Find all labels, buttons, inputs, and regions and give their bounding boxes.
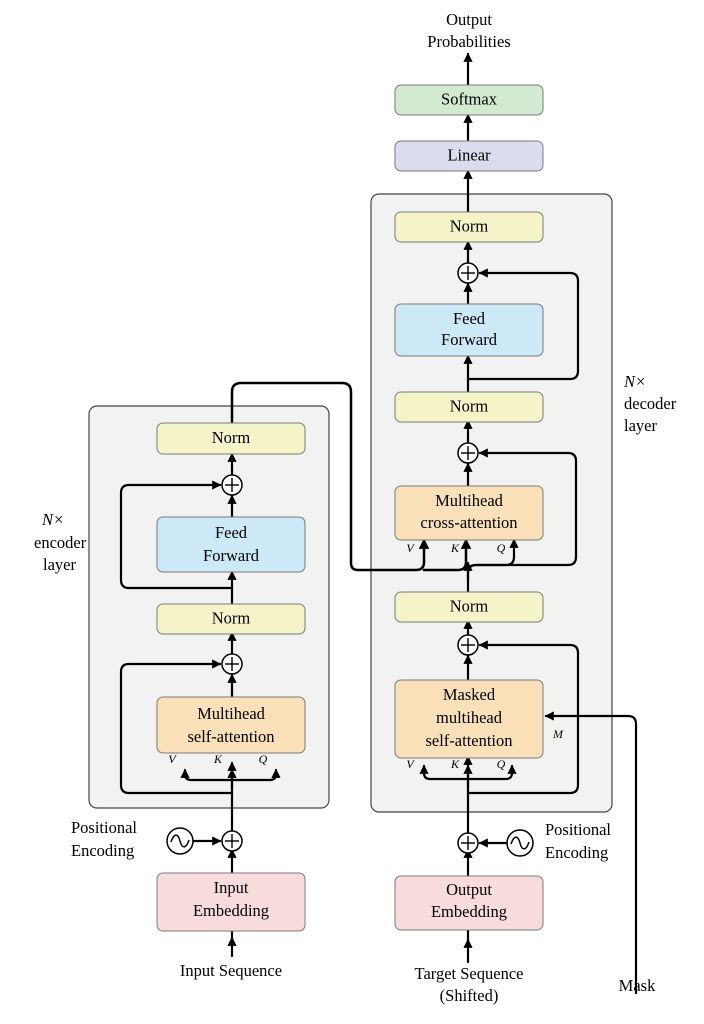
- decoder-stack-label-line3: layer: [624, 416, 657, 435]
- target-sequence-line1: Target Sequence: [415, 964, 524, 983]
- decoder-self-k-label: K: [450, 757, 460, 771]
- decoder-feed-forward-line1: Feed: [453, 309, 486, 328]
- output-embedding-line2: Embedding: [431, 902, 507, 921]
- encoder-add-icon-2: [221, 653, 243, 675]
- output-probabilities-line1: Output: [446, 10, 492, 29]
- decoder-feed-forward-block: [394, 303, 544, 357]
- encoder-self-attention-line2: self-attention: [187, 727, 274, 746]
- encoder-norm-top-block: [156, 422, 306, 455]
- input-embedding-block: [156, 872, 306, 932]
- decoder-add-icon-1: [457, 832, 479, 854]
- decoder-sine-wave-icon: [506, 829, 534, 857]
- decoder-norm-low-block: [394, 591, 544, 623]
- encoder-self-k-label: K: [213, 752, 223, 766]
- encoder-norm-low-block: [156, 603, 306, 635]
- encoder-stack-label-line2: encoder: [34, 533, 87, 552]
- decoder-add-icon-4: [457, 262, 479, 284]
- encoder-positional-encoding-line2: Encoding: [71, 841, 134, 860]
- decoder-norm-top-block: [394, 211, 544, 243]
- decoder-stack-label-line1: N×: [623, 372, 646, 391]
- decoder-cross-attention-block: [394, 485, 544, 541]
- input-sequence-label: Input Sequence: [180, 961, 282, 980]
- encoder-norm-low-label: Norm: [212, 608, 251, 627]
- encoder-self-attention-line1: Multihead: [197, 704, 266, 723]
- decoder-stack-label: N×: [623, 372, 646, 391]
- decoder-add-icon-2: [457, 634, 479, 656]
- decoder-positional-encoding-line1: Positional: [545, 820, 611, 839]
- decoder-norm-mid-block: [394, 391, 544, 423]
- decoder-cross-q-label: Q: [497, 541, 506, 555]
- decoder-self-v-label: V: [406, 757, 415, 771]
- decoder-norm-low-label: Norm: [450, 596, 489, 615]
- linear-label: Linear: [447, 145, 491, 164]
- decoder-cross-v-label: V: [406, 541, 415, 555]
- decoder-feed-forward-line2: Forward: [441, 330, 498, 349]
- decoder-add-icon-3: [457, 442, 479, 464]
- decoder-positional-encoding-line2: Encoding: [545, 843, 608, 862]
- encoder-self-attention-block: [156, 696, 306, 754]
- encoder-stack-label: N×: [41, 510, 64, 529]
- encoder-add-icon-1: [221, 830, 243, 852]
- input-embedding-line1: Input: [214, 878, 249, 897]
- softmax-block: [394, 84, 544, 116]
- output-embedding-block: [394, 875, 544, 931]
- encoder-stack-label-line1: N×: [41, 510, 64, 529]
- output-embedding-line1: Output: [446, 880, 492, 899]
- encoder-feed-forward-block: [156, 516, 306, 573]
- encoder-add-icon-3: [221, 474, 243, 496]
- encoder-sine-wave-icon: [166, 827, 194, 855]
- encoder-positional-encoding-line1: Positional: [71, 818, 137, 837]
- decoder-cross-attention-line1: Multihead: [435, 491, 504, 510]
- target-sequence-line2: (Shifted): [440, 986, 499, 1005]
- encoder-feed-forward-line1: Feed: [215, 523, 248, 542]
- encoder-self-q-label: Q: [259, 752, 268, 766]
- decoder-norm-top-label: Norm: [450, 216, 489, 235]
- decoder-self-q-label: Q: [497, 757, 506, 771]
- decoder-cross-k-label: K: [450, 541, 460, 555]
- encoder-feed-forward-line2: Forward: [203, 546, 260, 565]
- decoder-masked-attention-line2: multihead: [436, 708, 503, 727]
- linear-block: [394, 140, 544, 172]
- encoder-stack-label-line3: layer: [43, 555, 76, 574]
- decoder-cross-attention-line2: cross-attention: [420, 513, 517, 532]
- decoder-masked-attention-block: [394, 679, 544, 759]
- input-embedding-line2: Embedding: [193, 901, 269, 920]
- decoder-stack-label-line2: decoder: [624, 394, 677, 413]
- decoder-masked-attention-line1: Masked: [443, 685, 496, 704]
- mask-label: Mask: [619, 976, 656, 995]
- decoder-norm-mid-label: Norm: [450, 396, 489, 415]
- encoder-self-v-label: V: [168, 752, 177, 766]
- decoder-mask-m-label: M: [552, 727, 564, 741]
- encoder-norm-top-label: Norm: [212, 428, 251, 447]
- output-probabilities-line2: Probabilities: [427, 32, 510, 51]
- decoder-masked-attention-line3: self-attention: [425, 731, 512, 750]
- softmax-label: Softmax: [441, 89, 498, 108]
